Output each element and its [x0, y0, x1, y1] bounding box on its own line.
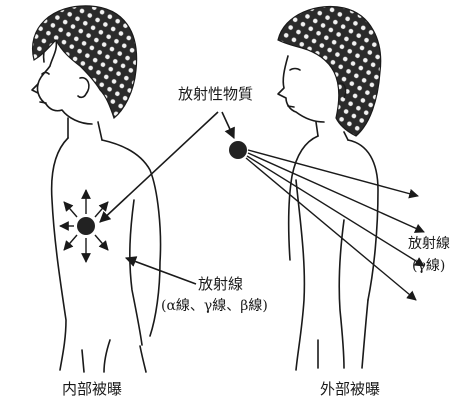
internal-radiation-label: 放射線	[198, 276, 243, 293]
right-child-eye	[290, 69, 300, 71]
internal-exposure-caption: 内部被曝	[62, 381, 122, 398]
emission-arrow-downright	[95, 235, 108, 250]
left-child-shoulder	[102, 140, 161, 336]
emission-arrow-downleft	[64, 235, 77, 250]
right-child-mouth	[288, 106, 294, 107]
gamma-ray-3	[247, 156, 424, 266]
gamma-ray-2	[248, 153, 424, 232]
external-radiation-type-label: (γ線)	[412, 258, 445, 274]
radioactive-substance-label: 放射性物質	[178, 86, 253, 103]
radiation-pointer-internal	[126, 258, 196, 284]
gamma-ray-4	[246, 158, 416, 300]
left-child-inner-arm	[130, 200, 142, 345]
left-child-leg	[82, 350, 84, 372]
left-child-hair	[33, 6, 137, 118]
substance-pointer-external	[222, 112, 234, 138]
emission-arrow-upleft	[64, 202, 77, 217]
right-child-torso	[296, 180, 304, 370]
right-child-arm-right	[362, 300, 368, 368]
right-child-face	[278, 56, 324, 122]
left-child-hip	[104, 340, 146, 372]
internal-radiation-types-label: (α線、γ線、β線)	[161, 298, 268, 314]
left-child-mouth	[40, 102, 46, 103]
left-child-figure	[32, 40, 161, 372]
external-gamma-rays	[246, 150, 424, 300]
right-child-arm-inner	[339, 220, 344, 368]
external-exposure-caption: 外部被曝	[320, 381, 380, 398]
emission-arrow-upright	[95, 202, 108, 217]
internal-source	[77, 217, 95, 235]
right-child-hair	[278, 6, 381, 136]
left-child-neck	[68, 118, 102, 140]
left-child-torso-front	[52, 138, 68, 370]
left-child-eye	[42, 73, 49, 75]
substance-pointer-internal	[100, 112, 218, 222]
external-radiation-label: 放射線	[408, 236, 450, 252]
external-source	[229, 141, 247, 159]
left-child-ear	[78, 78, 89, 98]
right-child-shoulder-right	[348, 140, 378, 300]
